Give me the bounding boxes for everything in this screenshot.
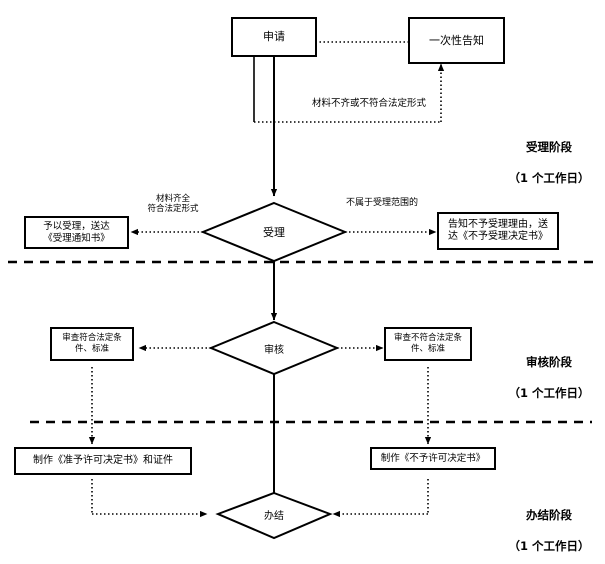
edge-incomplete-materials-path — [254, 63, 445, 123]
node-make-permit[interactable]: 制作《准予许可决定书》和证件 — [14, 447, 192, 475]
edge-refuse-to-complete — [332, 479, 429, 518]
node-one-time-notice[interactable]: 一次性告知 — [408, 17, 505, 64]
edge-label-materials-complete: 材料齐全 符合法定形式 — [147, 194, 199, 215]
node-apply[interactable]: 申请 — [231, 17, 317, 57]
node-complete-label[interactable]: 办结 — [264, 511, 284, 522]
node-make-refuse[interactable]: 制作《不予许可决定书》 — [370, 447, 496, 470]
stage-label-accept: 受理阶段 （1 个工作日） — [497, 124, 601, 186]
node-review-pass[interactable]: 审查符合法定条 件、标准 — [50, 327, 134, 361]
node-review-fail[interactable]: 审查不符合法定条 件、标准 — [384, 327, 472, 361]
stage-review-name: 审核阶段 — [526, 354, 572, 369]
node-accept-label[interactable]: 受理 — [263, 226, 285, 239]
node-accept-yes[interactable]: 予以受理，送达 《受理通知书》 — [24, 216, 129, 249]
node-accept-no[interactable]: 告知不予受理理由，送 达《不予受理决定书》 — [437, 212, 559, 250]
edge-label-incomplete-materials: 材料不齐或不符合法定形式 — [311, 98, 426, 109]
edge-label-out-of-scope: 不属于受理范围的 — [345, 198, 418, 208]
edge-permit-to-complete — [91, 479, 208, 518]
stage-accept-duration: （1 个工作日） — [508, 170, 590, 185]
stage-label-complete: 办结阶段 （1 个工作日） — [497, 492, 601, 554]
stage-complete-duration: （1 个工作日） — [508, 538, 590, 553]
stage-accept-name: 受理阶段 — [526, 139, 572, 154]
node-review-label[interactable]: 审核 — [264, 345, 284, 356]
stage-label-review: 审核阶段 （1 个工作日） — [497, 339, 601, 401]
stage-review-duration: （1 个工作日） — [508, 385, 590, 400]
stage-complete-name: 办结阶段 — [526, 507, 572, 522]
